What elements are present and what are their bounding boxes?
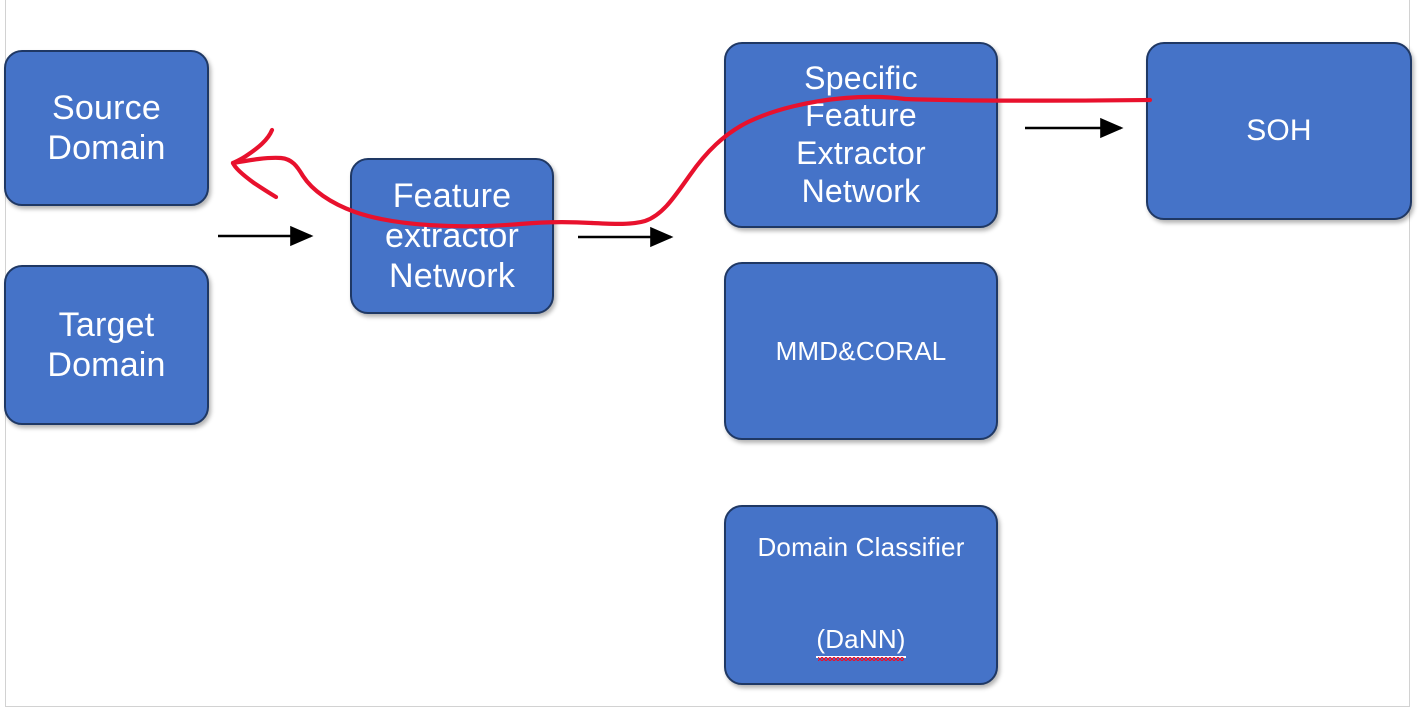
page-edge-bottom-rule (5, 706, 1410, 707)
node-specific-feature-extractor-network[interactable]: Specific Feature Extractor Network (724, 42, 998, 228)
domain-classifier-label-line2-wrapper: (DaNN) (757, 594, 964, 661)
domain-classifier-label-line1: Domain Classifier (757, 532, 965, 563)
node-mmd-coral[interactable]: MMD&CORAL (724, 262, 998, 440)
node-soh[interactable]: SOH (1146, 42, 1412, 220)
node-feature-extractor-network[interactable]: Feature extractor Network (350, 158, 554, 314)
node-source-domain[interactable]: Source Domain (4, 50, 209, 206)
page-edge-right-rule (1409, 0, 1410, 707)
node-domain-classifier[interactable]: Domain Classifier (DaNN) (724, 505, 998, 685)
node-target-domain[interactable]: Target Domain (4, 265, 209, 425)
domain-classifier-label-line2: (DaNN) (816, 624, 906, 661)
